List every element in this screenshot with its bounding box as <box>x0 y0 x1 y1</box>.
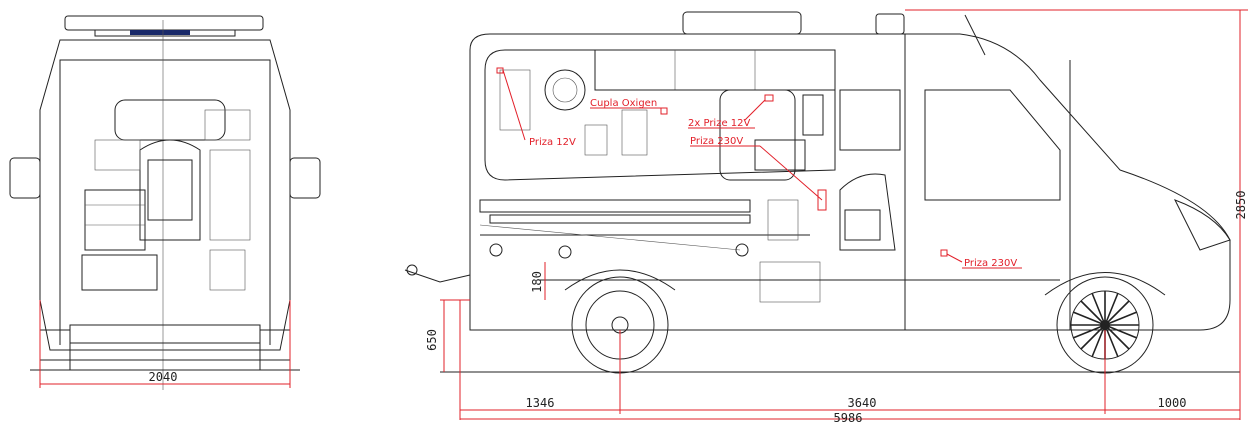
rear-view: 2040 <box>9 15 321 390</box>
dim-rear-overhang: 1346 <box>526 396 555 410</box>
label-oxygen-coupling: Cupla Oxigen <box>590 98 657 109</box>
label-outlet-12v: Priza 12V <box>529 137 576 148</box>
dim-width-rear: 2040 <box>149 370 178 384</box>
dim-step-height: 180 <box>530 271 544 293</box>
dim-length-total: 5986 <box>834 411 863 423</box>
dim-floor-height: 650 <box>425 329 439 351</box>
dim-front-overhang: 1000 <box>1158 396 1187 410</box>
label-outlets-12v-double: 2x Prize 12V <box>688 118 751 129</box>
dim-height-total: 2850 <box>1234 191 1248 220</box>
label-outlet-230v-inner: Priza 230V <box>690 136 743 147</box>
label-outlet-230v-outer: Priza 230V <box>964 258 1017 269</box>
side-view: Priza 12V Cupla Oxigen 2x Prize 12V Priz… <box>404 9 1248 423</box>
dim-wheelbase: 3640 <box>848 396 877 410</box>
